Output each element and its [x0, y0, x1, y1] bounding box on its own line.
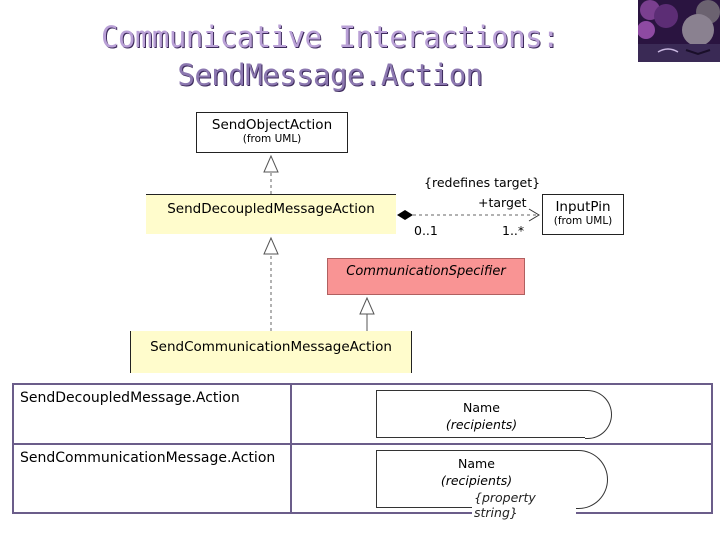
shape-name: Name	[463, 400, 500, 415]
send-signal-shape: Name (recipients)	[376, 389, 612, 439]
class-stereotype: (from UML)	[242, 133, 302, 145]
logo-image	[638, 0, 720, 62]
class-name: SendDecoupledMessageAction	[167, 201, 375, 217]
row-label-cell: SendDecoupledMessage.Action	[14, 385, 292, 443]
class-name: SendObjectAction	[211, 117, 333, 133]
class-input-pin: InputPin (from UML)	[542, 194, 624, 235]
row-notation-cell: Name (recipients)	[292, 385, 711, 443]
class-stereotype: (from UML)	[553, 215, 613, 227]
notation-table: SendDecoupledMessage.Action Name (recipi…	[12, 383, 713, 520]
shape-recipients: (recipients)	[440, 473, 513, 488]
class-name: CommunicationSpecifier	[346, 264, 506, 279]
shape-property-string: {property string}	[472, 490, 576, 520]
association-role: +target	[478, 195, 527, 210]
shape-pointed-end	[585, 389, 612, 439]
class-send-decoupled-message-action: SendDecoupledMessageAction	[146, 194, 396, 234]
row-notation-cell: Name (recipients) {property string}	[292, 445, 711, 520]
class-send-communication-message-action: SendCommunicationMessageAction	[130, 331, 412, 373]
row-label: SendCommunicationMessage.Action	[20, 450, 276, 466]
generalization-arrow-1	[263, 154, 279, 173]
navigability-arrow	[528, 208, 540, 222]
row-label: SendDecoupledMessage.Action	[20, 390, 240, 406]
table-row: SendCommunicationMessage.Action Name (re…	[14, 445, 711, 520]
class-send-object-action: SendObjectAction (from UML)	[196, 112, 348, 153]
lake-landscape-icon	[638, 0, 720, 62]
row-label-cell: SendCommunicationMessage.Action	[14, 445, 292, 514]
multiplicity-source: 0..1	[414, 223, 438, 238]
composition-diamond	[397, 210, 413, 220]
generalization-arrow-3	[359, 296, 375, 315]
title-line-1: Communicative Interactions:	[101, 20, 559, 54]
send-signal-shape: Name (recipients) {property string}	[376, 449, 608, 520]
shape-pointed-end	[575, 449, 608, 509]
shape-name: Name	[458, 456, 495, 471]
association-constraint: {redefines target}	[424, 175, 541, 190]
class-name: SendCommunicationMessageAction	[150, 339, 392, 355]
generalization-arrow-2	[263, 236, 279, 255]
class-communication-specifier: CommunicationSpecifier	[327, 258, 525, 295]
slide-title: Communicative Interactions: SendMessage.…	[60, 18, 600, 94]
class-name: InputPin	[555, 199, 611, 215]
multiplicity-target: 1..*	[502, 223, 525, 238]
title-line-2: SendMessage.Action	[177, 58, 483, 92]
shape-recipients: (recipients)	[445, 417, 518, 432]
table-row: SendDecoupledMessage.Action Name (recipi…	[14, 385, 711, 445]
